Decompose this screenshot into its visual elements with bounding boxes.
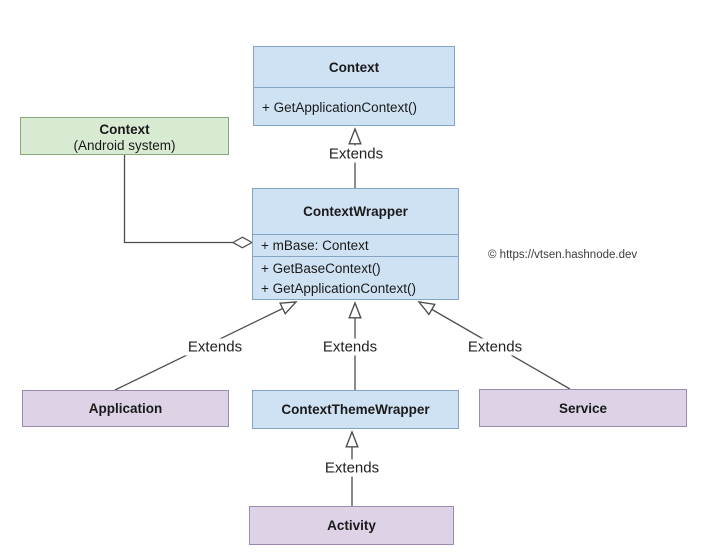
class-title-service: Service xyxy=(558,400,608,416)
class-title-application: Application xyxy=(88,401,163,416)
class-box-service: Service xyxy=(479,389,687,427)
class-attribute: + mBase: Context xyxy=(261,237,369,253)
extends-label-application: Extends xyxy=(184,338,246,356)
class-subtitle-context-android: (Android system) xyxy=(73,138,176,153)
class-method: + GetApplicationContext() xyxy=(261,281,416,296)
class-methods-contextwrapper: + GetBaseContext() + GetApplicationConte… xyxy=(253,256,458,301)
class-title-contextthemewrapper: ContextThemeWrapper xyxy=(281,402,430,417)
class-box-application: Application xyxy=(22,390,229,427)
class-title-contextwrapper: ContextWrapper xyxy=(303,204,408,219)
watermark-url: © https://vtsen.hashnode.dev xyxy=(488,249,638,261)
class-methods-context: + GetApplicationContext() xyxy=(254,87,454,127)
class-box-contextwrapper: ContextWrapper + mBase: Context + GetBas… xyxy=(252,188,459,300)
extends-label-contextthemewrapper: Extends xyxy=(319,338,381,356)
class-title-context: Context xyxy=(328,59,380,75)
class-method: + GetApplicationContext() xyxy=(262,99,417,115)
class-box-context: Context + GetApplicationContext() xyxy=(253,46,455,126)
class-method: + GetBaseContext() xyxy=(261,261,381,276)
extends-label-context: Extends xyxy=(325,145,387,163)
aggregation-line-context-android-contextwrapper xyxy=(123,155,234,243)
class-title-context-android: Context xyxy=(99,121,150,137)
extends-label-activity: Extends xyxy=(321,459,383,477)
extends-label-service: Extends xyxy=(464,338,526,356)
class-title-activity: Activity xyxy=(327,518,376,533)
class-box-contextthemewrapper: ContextThemeWrapper xyxy=(252,390,459,429)
class-box-activity: Activity xyxy=(249,506,454,545)
class-box-context-android: Context (Android system) xyxy=(20,117,229,155)
class-attributes-contextwrapper: + mBase: Context xyxy=(253,234,458,256)
